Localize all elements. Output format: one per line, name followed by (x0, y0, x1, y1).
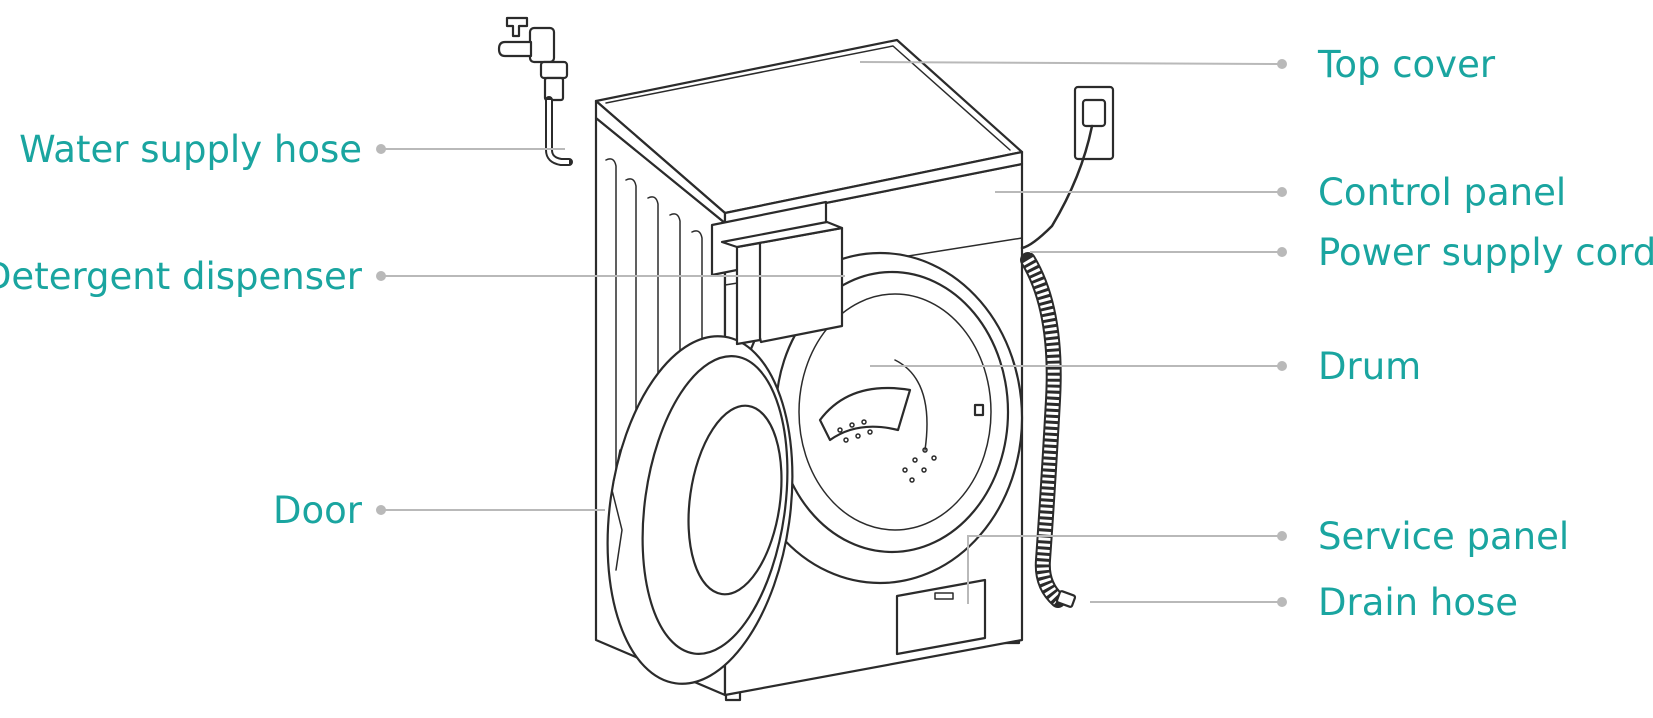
drum-paddle-curve (894, 359, 928, 451)
leader-dot-drain-hose (1277, 597, 1287, 607)
door-latch-hole (973, 403, 985, 417)
dispenser-drawer-top (720, 220, 844, 249)
top-cover-front-edge (723, 150, 1024, 225)
side-rib (691, 230, 703, 641)
label-service-panel: Service panel (1318, 515, 1570, 558)
water-supply-hose-line (545, 96, 573, 166)
side-rib (605, 158, 617, 601)
leader-dot-top-cover (1277, 59, 1287, 69)
label-control-panel: Control panel (1318, 171, 1567, 214)
label-door: Door (273, 489, 362, 532)
label-power-supply-cord: Power supply cord (1318, 231, 1653, 274)
side-rib (669, 213, 681, 631)
leader-line-service-panel (967, 535, 1282, 604)
washing-machine-illustration (497, 16, 1115, 702)
power-plug (1081, 98, 1107, 128)
label-drum: Drum (1318, 345, 1422, 388)
leader-lines (376, 59, 1287, 607)
drum-perforations (837, 419, 937, 483)
door-hinge-detail (611, 449, 623, 571)
leader-dot-control-panel (1277, 187, 1287, 197)
top-cover-inner-edge (605, 45, 1011, 151)
side-rib (647, 196, 659, 621)
label-top-cover: Top cover (1318, 43, 1496, 86)
door-glass (687, 404, 783, 596)
drum-inner (798, 293, 992, 531)
label-water-supply-hose: Water supply hose (19, 128, 362, 171)
leader-dot-door (376, 505, 386, 515)
service-panel-cover (895, 578, 987, 656)
leader-dot-detergent-dispenser (376, 271, 386, 281)
label-detergent-dispenser: Detergent dispenser (0, 255, 362, 298)
leader-dot-power-supply-cord (1277, 247, 1287, 257)
drain-hose-end (1055, 590, 1077, 608)
water-tap (497, 16, 569, 102)
leader-line-top-cover (859, 61, 1283, 65)
label-drain-hose: Drain hose (1318, 581, 1518, 624)
power-supply-cord-line (1020, 124, 1094, 250)
leader-dot-water-supply-hose (376, 144, 386, 154)
service-panel-tab (934, 592, 954, 600)
side-rib (625, 178, 637, 611)
dispenser-drawer-side (735, 241, 762, 346)
leader-dot-drum (1277, 361, 1287, 371)
drum-paddle (818, 386, 912, 442)
leader-dot-service-panel (1277, 531, 1287, 541)
